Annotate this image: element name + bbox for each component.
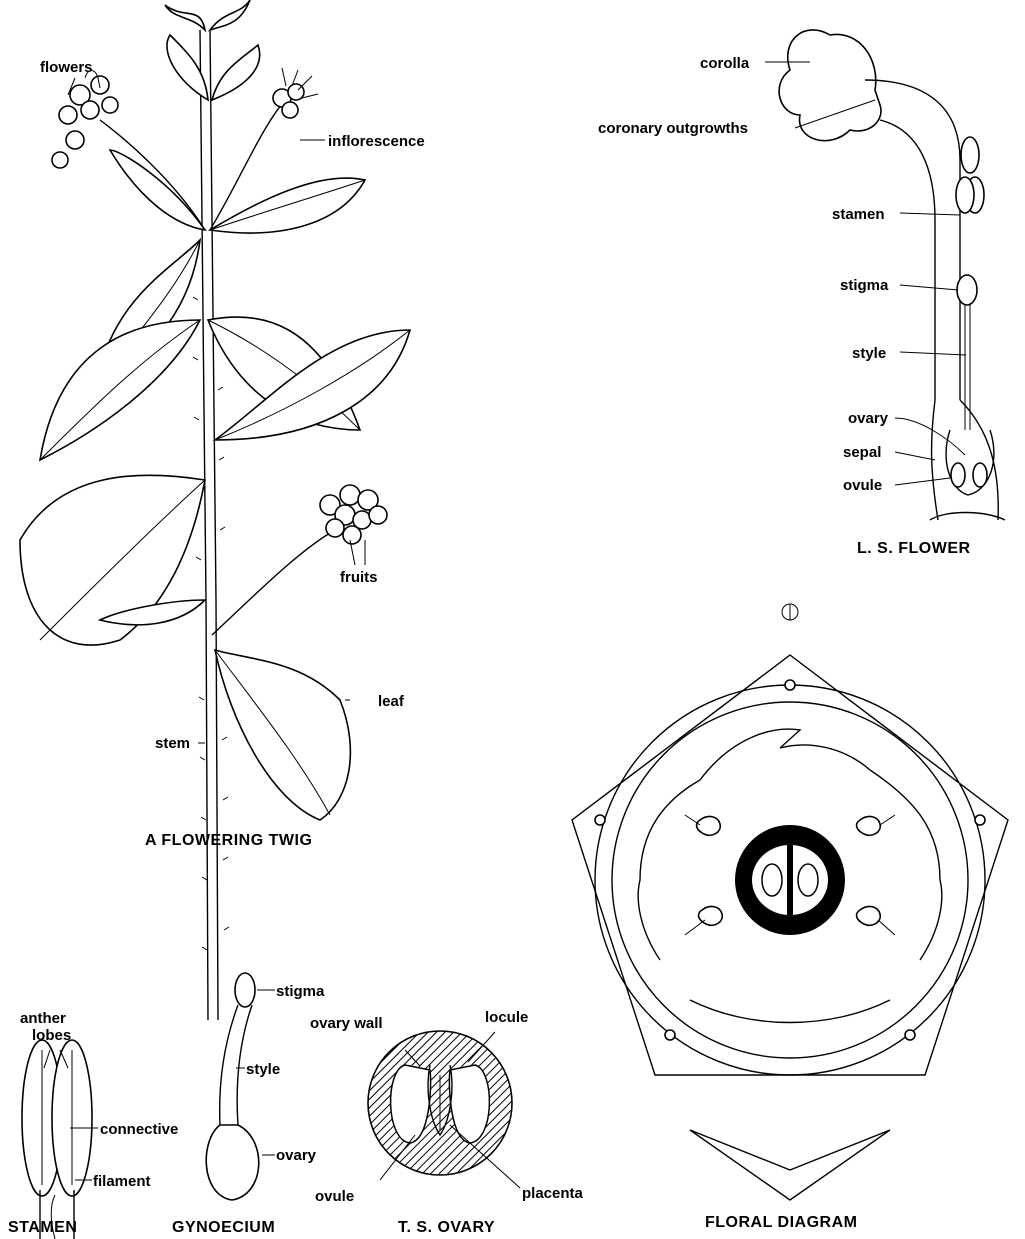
floral-diagram: FLORAL DIAGRAM [572,604,1008,1231]
caption-ts-ovary: T. S. OVARY [398,1219,495,1236]
label-connective: connective [100,1121,178,1138]
label-placenta: placenta [522,1185,584,1202]
leaf-upper-left [110,150,205,230]
label-coronary: coronary outgrowths [598,120,748,137]
ts-ovary-figure: ovary wall locule ovule placenta T. S. O… [310,1009,584,1236]
label-anther: anther [20,1010,66,1027]
caption-stamen: STAMEN [8,1219,77,1236]
label-flowers: flowers [40,59,93,76]
label-ovary-ls: ovary [848,410,889,427]
label-stamen: stamen [832,206,885,223]
flower-head-right [273,68,318,118]
corolla-lobes [779,30,881,141]
caption-floral-diagram: FLORAL DIAGRAM [705,1214,857,1231]
caption-flowering-twig: A FLOWERING TWIG [145,832,312,849]
label-ovule-ls: ovule [843,477,882,494]
label-style-ls: style [852,345,886,362]
fruit-cluster [320,485,387,544]
gynoecium-figure: stigma style ovary GYNOECIUM [172,973,325,1236]
label-ovule-ts: ovule [315,1188,354,1205]
ls-flower: corolla coronary outgrowths stamen stigm… [598,30,1005,557]
label-corolla: corolla [700,55,750,72]
label-filament: filament [93,1173,151,1190]
caption-gynoecium: GYNOECIUM [172,1219,275,1236]
stamen-figure: anther lobes connective filament STAMEN [8,1010,178,1239]
leaf-upper-right [210,178,365,233]
label-sepal: sepal [843,444,881,461]
leaf-mid-left2 [40,320,200,460]
label-stem: stem [155,735,190,752]
label-lobes: lobes [32,1027,71,1044]
label-locule: locule [485,1009,528,1026]
label-fruits: fruits [340,569,378,586]
flower-head-left [52,76,118,168]
caption-ls-flower: L. S. FLOWER [857,540,971,557]
label-style-gyn: style [246,1061,280,1078]
label-inflorescence: inflorescence [328,133,425,150]
flowering-twig: flowers inflorescence fruits leaf stem A… [20,0,425,1020]
label-stigma: stigma [840,277,889,294]
floral-ovary [735,825,845,935]
label-ovary-wall: ovary wall [310,1015,383,1032]
label-ovary-gyn: ovary [276,1147,317,1164]
leaf-bottom-right [215,650,350,820]
label-leaf: leaf [378,693,405,710]
label-stigma-gyn: stigma [276,983,325,1000]
